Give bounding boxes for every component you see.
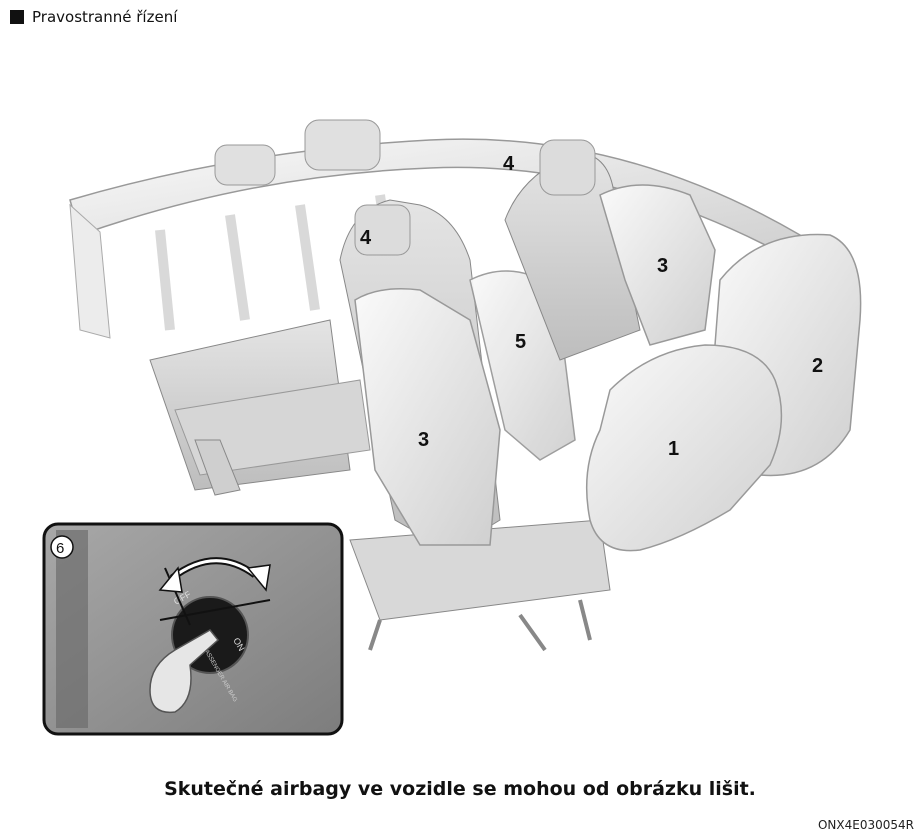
callout-5: 5 — [515, 331, 526, 353]
callout-3-front: 3 — [418, 429, 429, 451]
figure-caption: Skutečné airbagy ve vozidle se mohou od … — [0, 778, 920, 800]
switch-inset: 6 OFF ON PASSENGER AIR BAG — [44, 524, 342, 734]
driver-front-airbag — [587, 345, 782, 551]
callout-2: 2 — [812, 355, 823, 377]
callout-1: 1 — [668, 438, 679, 460]
callout-3-driver: 3 — [657, 255, 668, 277]
callout-4-right: 4 — [503, 153, 515, 175]
callout-4-left: 4 — [360, 227, 372, 249]
callout-6: 6 — [56, 540, 64, 557]
figure-code: ONX4E030054R — [818, 818, 914, 832]
